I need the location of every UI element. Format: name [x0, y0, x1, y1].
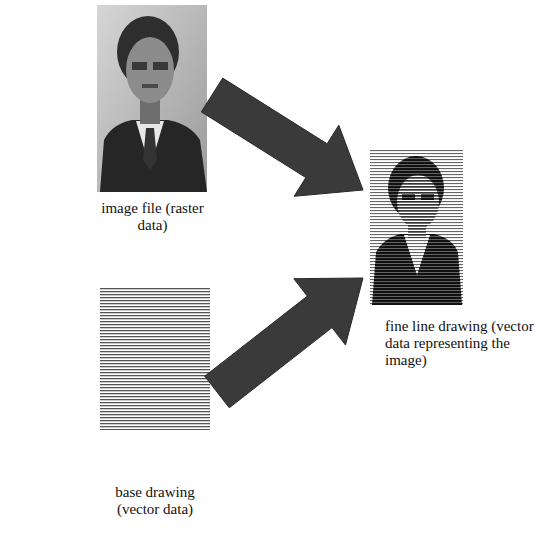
base-line-pattern [100, 288, 210, 430]
raster-photo [97, 5, 207, 192]
caption: fine line drawing (vector data represent… [385, 318, 541, 369]
base-drawing-block: base drawing (vector data) [95, 286, 215, 524]
line-drawing-portrait [370, 150, 463, 305]
caption: image file (raster data) [99, 200, 206, 234]
caption: base drawing (vector data) [97, 484, 213, 518]
raster-image-block: image file (raster data) [95, 4, 210, 240]
line-drawing-block: fine line drawing (vector data represent… [365, 148, 545, 375]
block-arrow [205, 278, 363, 408]
block-arrow [201, 78, 363, 196]
